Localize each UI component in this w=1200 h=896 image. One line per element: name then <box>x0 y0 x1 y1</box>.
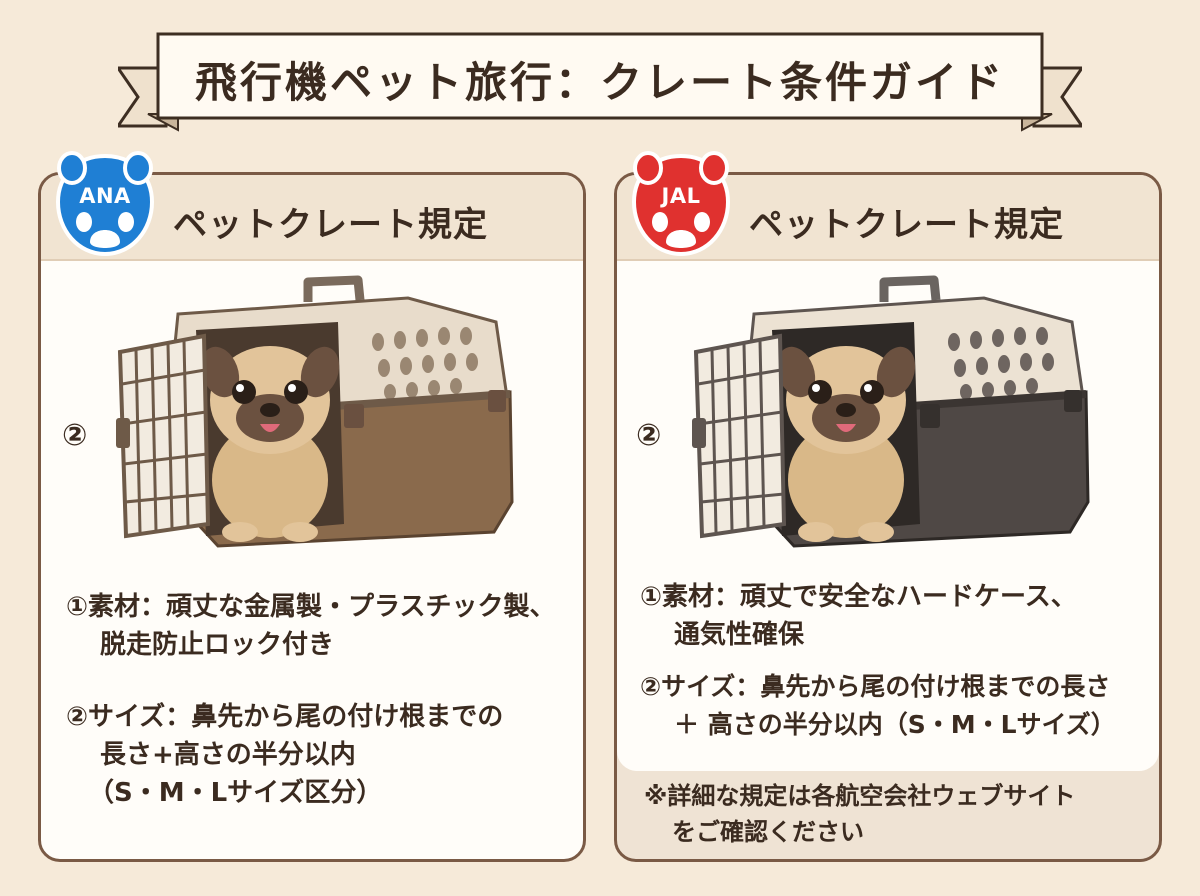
ana-size-text: ②サイズ：鼻先から尾の付け根までの 長さ+高さの半分以内 （S・M・Lサイズ区分… <box>66 698 503 812</box>
ana-paw-badge: ANA <box>52 150 158 260</box>
ana-size-line-2: 長さ+高さの半分以内 <box>100 740 356 770</box>
pet-crate-icon <box>116 275 514 548</box>
note-line-2: をご確認ください <box>672 818 864 846</box>
ana-size-marker: ② <box>62 418 88 453</box>
jal-size-marker: ② <box>636 418 662 453</box>
jal-panel-title: ペットクレート規定 <box>749 205 1064 245</box>
ana-paw-icon <box>55 151 155 257</box>
jal-badge-label: JAL <box>661 184 701 208</box>
ana-size-line-1: ②サイズ：鼻先から尾の付け根までの <box>66 702 504 732</box>
jal-material-line-2: 通気性確保 <box>674 620 805 650</box>
note-line-1: ※詳細な規定は各航空会社ウェブサイト <box>644 782 1076 810</box>
ana-crate-illustration <box>108 274 528 558</box>
jal-size-text: ②サイズ：鼻先から尾の付け根までの長さ ＋ 高さの半分以内（S・M・Lサイズ） <box>640 668 1116 744</box>
page-title: 飛行機ペット旅行：クレート条件ガイド <box>194 57 1005 107</box>
ana-material-line-1: ①素材：頑丈な金属製・プラスチック製、 <box>66 592 556 622</box>
jal-material-text: ①素材：頑丈で安全なハードケース、 通気性確保 <box>640 578 1077 654</box>
jal-crate-illustration <box>684 274 1104 558</box>
ana-size-line-3: （S・M・Lサイズ区分） <box>88 778 383 808</box>
title-banner: 飛行機ペット旅行：クレート条件ガイド <box>118 28 1082 138</box>
disclaimer-note: ※詳細な規定は各航空会社ウェブサイト をご確認ください <box>644 778 1075 850</box>
jal-material-line-1: ①素材：頑丈で安全なハードケース、 <box>640 582 1077 612</box>
pet-crate-icon <box>692 275 1090 548</box>
ana-panel-title: ペットクレート規定 <box>173 205 488 245</box>
jal-paw-icon <box>631 151 731 257</box>
jal-paw-badge: JAL <box>628 150 734 260</box>
ana-material-line-2: 脱走防止ロック付き <box>100 630 335 660</box>
jal-size-line-1: ②サイズ：鼻先から尾の付け根までの長さ <box>640 672 1111 701</box>
banner-ribbon <box>118 32 1082 132</box>
jal-size-line-2: ＋ 高さの半分以内（S・M・Lサイズ） <box>674 710 1116 739</box>
ana-badge-label: ANA <box>79 184 131 208</box>
ana-material-text: ①素材：頑丈な金属製・プラスチック製、 脱走防止ロック付き <box>66 588 556 664</box>
